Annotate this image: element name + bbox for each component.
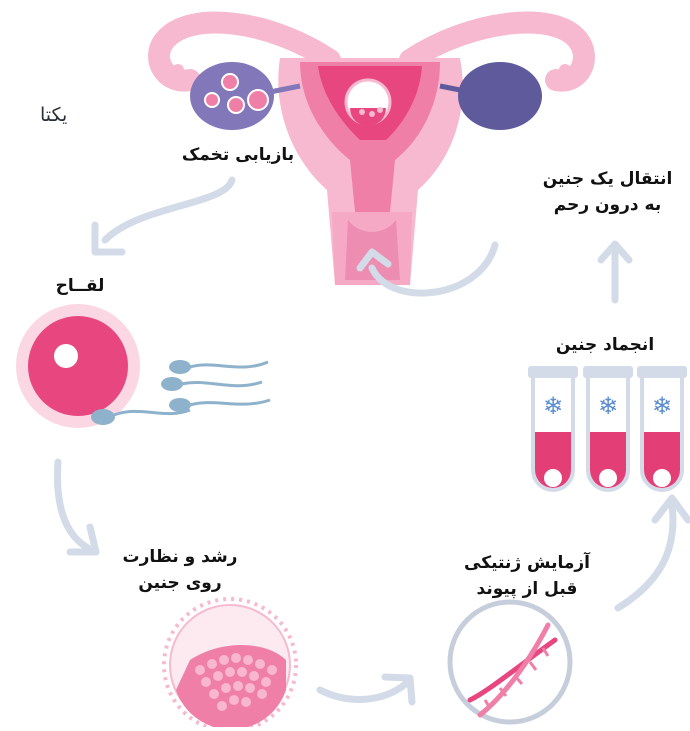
test-tube-icon bbox=[637, 366, 687, 490]
dna-icon bbox=[450, 602, 570, 722]
egg-cell-icon bbox=[16, 304, 140, 428]
arrow-retrieval-to-fertilization bbox=[105, 180, 232, 240]
step-genetic-testing-label-1: آزمایش ژنتیکی bbox=[442, 550, 612, 576]
step-genetic-testing-label-2: قبل از پیوند bbox=[442, 576, 612, 602]
step-embryo-growth-label-1: رشد و نظارت bbox=[100, 544, 260, 570]
test-tube-icon bbox=[583, 366, 633, 490]
step-embryo-growth-label-2: روی جنین bbox=[100, 570, 260, 596]
step-egg-retrieval-label: بازیابی تخمک bbox=[168, 142, 308, 168]
test-tube-icon bbox=[528, 366, 578, 490]
step-transfer-label-2: به درون رحم bbox=[530, 192, 685, 218]
test-tubes-group: ❄ ❄ ❄ bbox=[528, 366, 687, 490]
brand-logo: یکتا bbox=[40, 104, 67, 126]
arrow-growth-to-test bbox=[320, 682, 408, 699]
snowflake-icon: ❄ bbox=[543, 392, 563, 420]
step-embryo-freezing-label: انجماد جنین bbox=[540, 332, 670, 358]
snowflake-icon: ❄ bbox=[598, 392, 618, 420]
step-fertilization-label: لقــاح bbox=[40, 273, 120, 299]
brand-logo-text: یکتا bbox=[40, 104, 67, 126]
arrow-test-to-freezing bbox=[618, 505, 673, 608]
arrow-fertilization-to-growth bbox=[57, 462, 88, 548]
snowflake-icon: ❄ bbox=[652, 392, 672, 420]
step-transfer-label-1: انتقال یک جنین bbox=[530, 166, 685, 192]
blastocyst-icon bbox=[164, 599, 296, 727]
